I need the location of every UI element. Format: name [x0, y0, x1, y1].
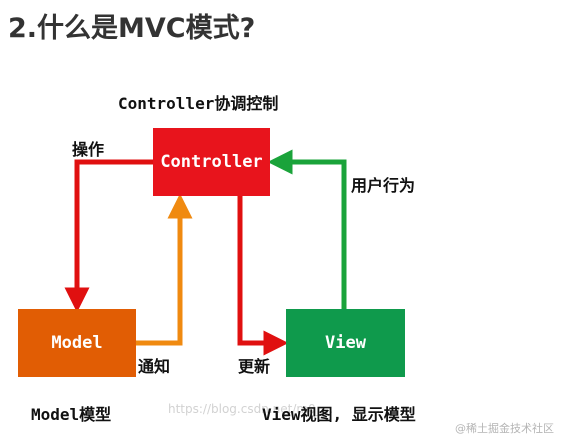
arrow-controller-to-model: [64, 159, 153, 313]
view-box: View: [286, 309, 405, 377]
blog-watermark: https://blog.csdn.net/m0_...: [168, 402, 334, 416]
arrow-model-to-controller: [136, 193, 193, 346]
controller-caption: Controller协调控制: [118, 94, 279, 113]
model-box: Model: [18, 309, 136, 377]
controller-box-label: Controller: [160, 152, 263, 172]
notify-label: 通知: [138, 357, 171, 376]
arrow-view-to-controller: [267, 149, 347, 309]
community-watermark: @稀土掘金技术社区: [455, 422, 554, 435]
arrow-controller-to-view: [237, 196, 289, 356]
model-caption: Model模型: [31, 405, 112, 424]
view-box-label: View: [325, 333, 366, 353]
user-behavior-label: 用户行为: [351, 176, 416, 195]
operate-label: 操作: [72, 140, 105, 159]
view-caption: View视图, 显示模型: [262, 405, 416, 424]
controller-box: Controller: [153, 128, 270, 196]
update-label: 更新: [238, 357, 271, 376]
page-title: 2.什么是MVC模式?: [8, 13, 256, 44]
model-box-label: Model: [51, 333, 103, 353]
